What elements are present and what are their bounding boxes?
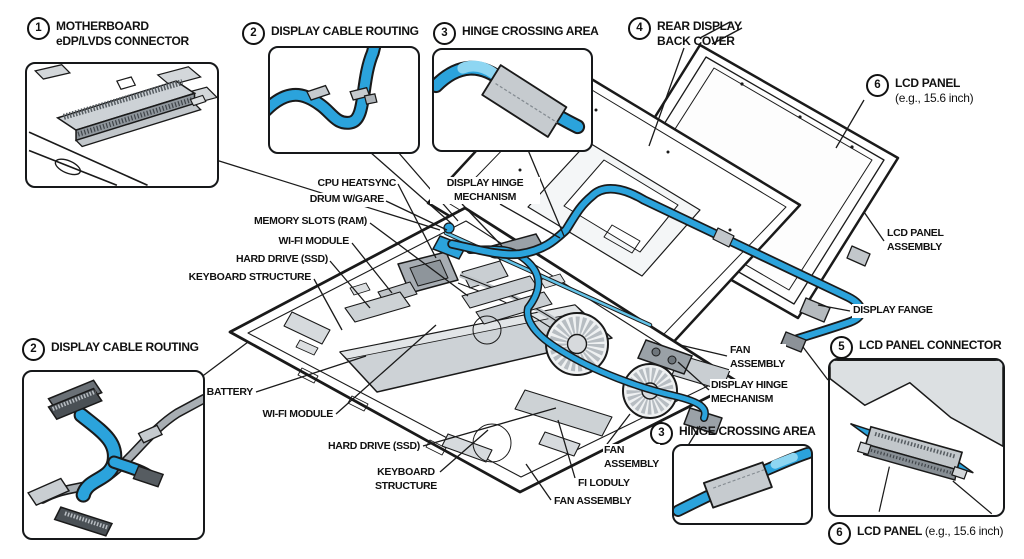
callout-title: HINGE CROSSING AREA bbox=[462, 24, 599, 38]
part-label-memory-slots: MEMORY SLOTS (RAM) bbox=[252, 215, 368, 229]
callout-hinge-crossing-bottom: 3 HINGE CROSSING AREA bbox=[650, 422, 816, 445]
part-label-keyboard-structure-bottom: KEYBOARD STRUCTURE bbox=[373, 466, 438, 494]
hinge-crossing-bottom-illustration bbox=[674, 446, 811, 517]
part-label-fi-loduly: FI LODULY bbox=[577, 477, 631, 491]
callout-title: LCD PANEL CONNECTOR bbox=[859, 338, 1002, 352]
inset-lcd-panel-connector bbox=[828, 358, 1005, 517]
display-hinge-bottom bbox=[636, 339, 694, 375]
callout-number-badge: 6 bbox=[828, 522, 851, 545]
callout-number-badge: 5 bbox=[830, 336, 853, 359]
leader-lines bbox=[199, 47, 885, 501]
hinge-crossing-top-illustration bbox=[434, 60, 586, 138]
part-label-hard-drive-top: HARD DRIVE (SSD) bbox=[234, 253, 329, 267]
cpu-part bbox=[397, 251, 459, 294]
part-label-hard-drive-bottom: HARD DRIVE (SSD) bbox=[326, 440, 421, 454]
callout-motherboard-connector: 1 MOTHERBOARD eDP/LVDS CONNECTOR bbox=[27, 17, 189, 50]
part-label-fan-assembly-right: FAN ASSEMBLY bbox=[729, 344, 786, 372]
cable-clip bbox=[306, 84, 331, 101]
lcd-panel-connector-illustration bbox=[830, 360, 1003, 515]
motherboard-connector-illustration bbox=[28, 64, 217, 186]
lcd-cable-connector bbox=[780, 331, 807, 353]
inset-motherboard-connector bbox=[25, 62, 219, 188]
part-label-keyboard-structure-top: KEYBOARD STRUCTURE bbox=[187, 271, 312, 285]
callout-hinge-crossing-top: 3 HINGE CROSSING AREA bbox=[433, 22, 599, 45]
cooling-fan-1 bbox=[545, 312, 609, 376]
callout-title: LCD PANEL(e.g., 15.6 inch) bbox=[895, 74, 974, 107]
callout-number-badge: 6 bbox=[866, 74, 889, 97]
callout-title: REAR DISPLAY BACK COVER bbox=[657, 19, 742, 49]
part-label-drum-gare: DRUM W/GARE bbox=[308, 193, 385, 207]
cable-sleeve bbox=[702, 461, 773, 509]
callout-lcd-panel-connector: 5 LCD PANEL CONNECTOR bbox=[830, 336, 1002, 359]
inset-cable-routing-top bbox=[268, 46, 420, 154]
callout-number-badge: 4 bbox=[628, 17, 651, 40]
part-label-battery: BATTERY bbox=[205, 386, 254, 400]
callout-title: LCD PANEL (e.g., 15.6 inch) bbox=[857, 522, 1003, 539]
cable-routing-top-illustration bbox=[270, 48, 382, 130]
part-label-display-fange: DISPLAY FANGE bbox=[852, 304, 934, 318]
callout-title-text: LCD PANEL bbox=[895, 76, 961, 90]
part-label-fan-assembly-bottom: FAN ASSEMBLY bbox=[553, 495, 633, 509]
part-label-cpu-heatsync: CPU HEATSYNC bbox=[316, 177, 397, 191]
callout-title: DISPLAY CABLE ROUTING bbox=[51, 340, 199, 354]
part-label-wifi-module-top: WI-FI MODULE bbox=[277, 235, 350, 249]
callout-lcd-panel-top: 6 LCD PANEL(e.g., 15.6 inch) bbox=[866, 74, 974, 107]
cable-sleeve bbox=[481, 64, 568, 138]
callout-number-badge: 2 bbox=[242, 22, 265, 45]
callout-number-badge: 1 bbox=[27, 17, 50, 40]
callout-title: MOTHERBOARD eDP/LVDS CONNECTOR bbox=[56, 19, 189, 49]
display-loop-cable bbox=[447, 184, 866, 353]
callout-title: DISPLAY CABLE ROUTING bbox=[271, 24, 419, 38]
inset-cable-routing-bottom bbox=[22, 370, 205, 540]
cable-clip bbox=[712, 227, 735, 248]
callout-rear-display-cover: 4 REAR DISPLAY BACK COVER bbox=[628, 17, 742, 50]
callout-lcd-panel-bottom: 6 LCD PANEL (e.g., 15.6 inch) bbox=[828, 522, 1003, 545]
callout-subtitle: (e.g., 15.6 inch) bbox=[895, 91, 974, 106]
callout-cable-routing-bottom: 2 DISPLAY CABLE ROUTING bbox=[22, 338, 199, 361]
callout-title: HINGE CROSSING AREA bbox=[679, 424, 816, 438]
callout-number-badge: 3 bbox=[650, 422, 673, 445]
cable-routing-bottom-illustration bbox=[27, 379, 203, 537]
inset-hinge-crossing-bottom bbox=[672, 444, 813, 525]
part-label-wifi-module-bottom: WI-FI MODULE bbox=[261, 408, 334, 422]
part-label-display-hinge-top: DISPLAY HINGE MECHANISM bbox=[430, 177, 540, 205]
callout-cable-routing-top: 2 DISPLAY CABLE ROUTING bbox=[242, 22, 419, 45]
part-label-display-hinge-right: DISPLAY HINGE MECHANISM bbox=[710, 379, 789, 407]
callout-subtitle: (e.g., 15.6 inch) bbox=[924, 524, 1004, 538]
inset-hinge-crossing-top bbox=[432, 48, 593, 152]
callout-number-badge: 3 bbox=[433, 22, 456, 45]
base-display-cable bbox=[466, 245, 709, 422]
callout-title-text: LCD PANEL bbox=[857, 524, 922, 538]
part-label-fan-assembly-mid: FAN ASSEMBLY bbox=[603, 444, 660, 472]
callout-number-badge: 2 bbox=[22, 338, 45, 361]
part-label-lcd-panel-assembly: LCD PANEL ASSEMBLY bbox=[886, 227, 945, 255]
